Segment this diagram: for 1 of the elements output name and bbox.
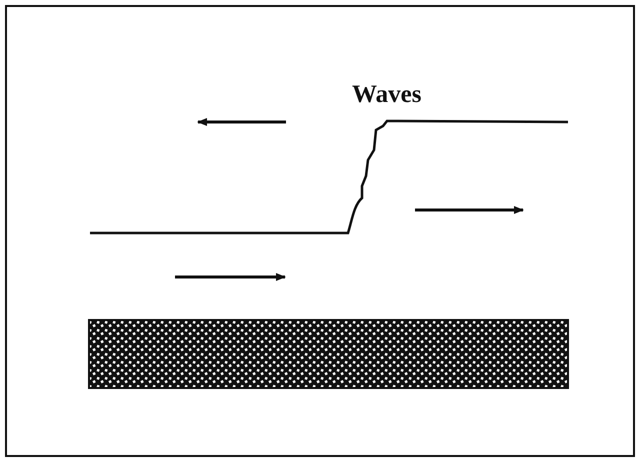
title-text: Waves [352,80,422,110]
